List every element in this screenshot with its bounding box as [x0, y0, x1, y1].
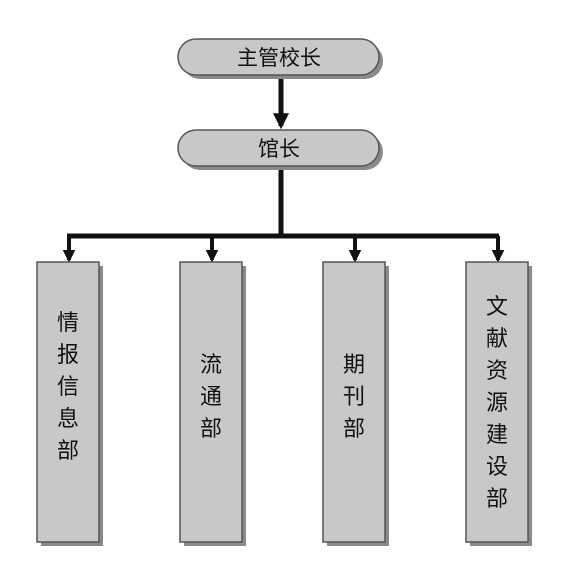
vertical-label-char: 息	[57, 407, 79, 432]
node-dept-resources: 文献资源建设部	[465, 261, 532, 546]
vertical-label-char: 流	[200, 353, 222, 378]
node-principal: 主管校长	[177, 38, 383, 79]
vertical-label-char: 文	[486, 295, 508, 320]
node-dept-info-box	[36, 261, 100, 543]
node-dept-resources-box	[465, 261, 529, 543]
node-director: 馆长	[177, 129, 383, 170]
node-dept-periodicals: 期刊部	[322, 261, 389, 546]
node-principal-label: 主管校长	[237, 46, 321, 70]
vertical-label-char: 资	[486, 359, 508, 384]
node-dept-circulation-box	[179, 261, 243, 543]
vertical-label-char: 部	[57, 439, 79, 464]
vertical-label-char: 部	[200, 417, 222, 442]
node-dept-circulation-label: 流通部	[200, 353, 222, 442]
node-principal-box	[177, 38, 380, 76]
vertical-label-char: 通	[200, 385, 222, 410]
connectors	[62, 78, 505, 263]
vertical-label-char: 设	[486, 455, 508, 480]
node-dept-resources-label: 文献资源建设部	[486, 295, 508, 512]
vertical-label-char: 部	[486, 487, 508, 512]
vertical-label-char: 期	[343, 353, 365, 378]
vertical-label-char: 源	[486, 391, 508, 416]
vertical-label-char: 刊	[343, 385, 365, 410]
vertical-label-char: 信	[57, 375, 79, 400]
node-dept-info: 情报信息部	[36, 261, 103, 546]
vertical-label-char: 情	[57, 311, 79, 336]
vertical-label-char: 献	[486, 327, 508, 352]
vertical-label-char: 报	[57, 343, 79, 368]
node-dept-circulation: 流通部	[179, 261, 246, 546]
node-director-label: 馆长	[258, 137, 300, 161]
node-dept-info-label: 情报信息部	[57, 311, 79, 464]
vertical-label-char: 建	[486, 423, 508, 448]
node-dept-periodicals-box	[322, 261, 386, 543]
node-dept-periodicals-label: 期刊部	[343, 353, 365, 442]
vertical-label-char: 部	[343, 417, 365, 442]
node-director-box	[177, 129, 380, 167]
